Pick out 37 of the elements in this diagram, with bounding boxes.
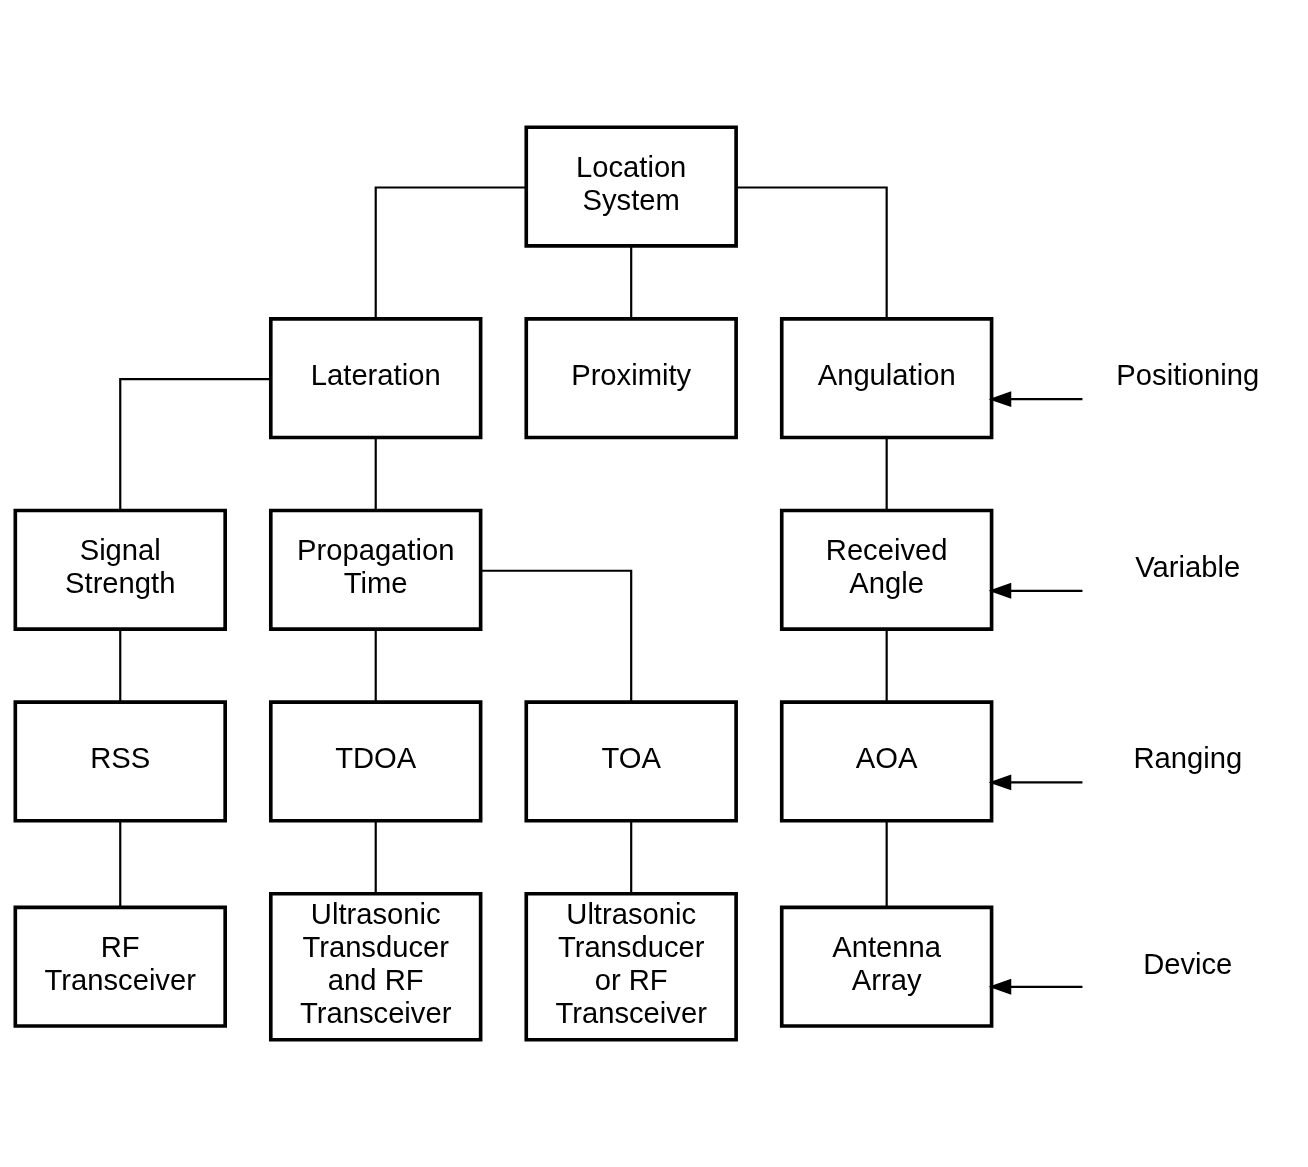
connector bbox=[885, 437, 888, 511]
connector bbox=[630, 246, 633, 319]
connector bbox=[481, 569, 633, 702]
arrow bbox=[988, 774, 1083, 791]
node-box: TDOA bbox=[268, 700, 483, 823]
node-box: Location System bbox=[524, 125, 738, 248]
connector bbox=[374, 629, 377, 702]
node-text: Ranging bbox=[1133, 742, 1243, 775]
node-box: Signal Strength bbox=[13, 508, 227, 631]
connector bbox=[885, 820, 888, 907]
node-box: RF Transceiver bbox=[13, 905, 227, 1028]
connector bbox=[630, 820, 633, 894]
arrow bbox=[988, 978, 1083, 995]
node-box: Antenna Array bbox=[779, 905, 994, 1028]
node-box: AOA bbox=[779, 700, 994, 823]
connector bbox=[736, 186, 888, 319]
node-box: Proximity bbox=[524, 317, 738, 440]
node-box: Lateration bbox=[268, 317, 483, 440]
node-box: Ultrasonic Transducer and RF Transceiver bbox=[268, 891, 483, 1042]
node-box: TOA bbox=[524, 700, 738, 823]
node-box: Propagation Time bbox=[268, 508, 483, 631]
connector bbox=[374, 437, 377, 511]
connector bbox=[119, 378, 271, 510]
node-box: RSS bbox=[13, 700, 227, 823]
connector bbox=[119, 820, 122, 907]
connector bbox=[885, 629, 888, 702]
node-text: Device bbox=[1143, 947, 1233, 980]
connector bbox=[374, 820, 377, 894]
node-text: Variable bbox=[1135, 550, 1241, 583]
connector bbox=[374, 186, 526, 319]
arrow bbox=[988, 391, 1083, 408]
arrow bbox=[988, 582, 1083, 599]
node-box: Ultrasonic Transducer or RF Transceiver bbox=[524, 891, 738, 1042]
connector bbox=[119, 629, 122, 702]
node-text: Positioning bbox=[1116, 359, 1260, 392]
node-box: Angulation bbox=[779, 317, 994, 440]
node-box: Received Angle bbox=[779, 508, 994, 631]
